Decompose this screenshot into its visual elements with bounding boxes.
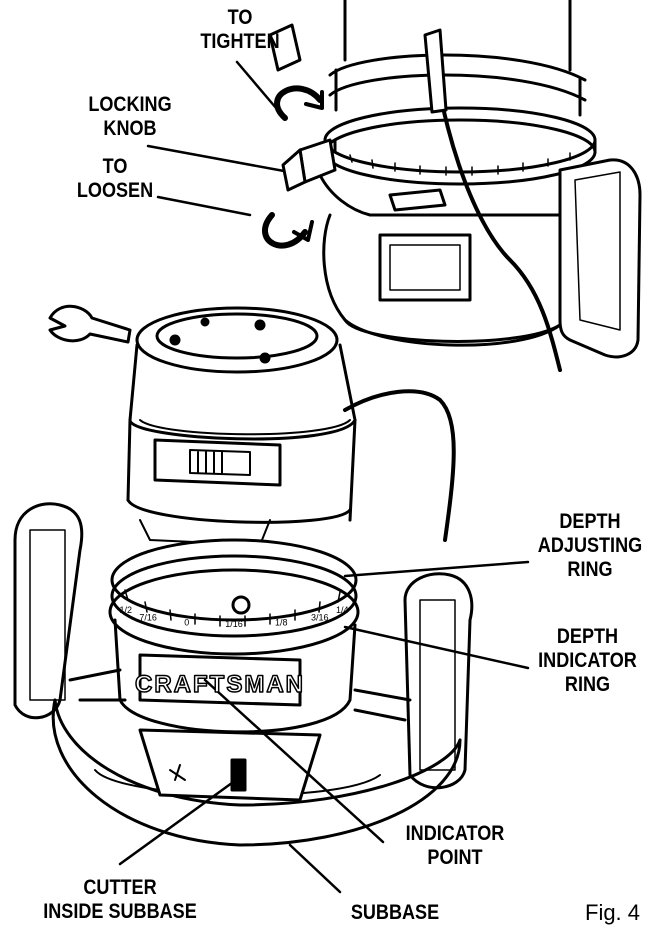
brand-plate-text: CRAFTSMAN xyxy=(135,671,305,698)
leader-subbase xyxy=(288,843,342,894)
label-locking-knob-line2: KNOB xyxy=(103,117,157,140)
leader-depth-adjusting-ring xyxy=(343,560,530,578)
depth-scale-mark: 1/2 xyxy=(120,605,133,615)
label-to-loosen-line2: LOOSEN xyxy=(76,179,154,202)
label-cutter-line1: CUTTER xyxy=(83,876,157,899)
main-router xyxy=(13,304,474,847)
depth-scale-mark: 0 xyxy=(184,617,189,627)
label-depth-adjusting-ring-line2: ADJUSTING xyxy=(537,534,643,557)
leader-to-loosen xyxy=(156,195,252,217)
label-indicator-point-line2: POINT xyxy=(427,846,483,869)
label-to-tighten: TO TIGHTEN xyxy=(188,6,291,54)
label-subbase-line1: SUBBASE xyxy=(350,901,440,924)
label-cutter-line2: INSIDE SUBBASE xyxy=(43,900,197,923)
label-to-loosen: TO LOOSEN xyxy=(68,155,163,203)
figure-number: Fig. 4 xyxy=(585,900,641,925)
label-subbase: SUBBASE xyxy=(339,901,451,925)
leader-lines xyxy=(118,60,530,894)
label-depth-indicator-ring-line1: DEPTH xyxy=(556,625,619,648)
label-to-loosen-line1: TO xyxy=(102,155,128,178)
depth-scale-mark: 1/4 xyxy=(336,605,349,615)
leader-locking-knob xyxy=(146,144,286,173)
label-indicator-point-line1: INDICATOR xyxy=(405,822,505,845)
depth-scale-mark: 3/16 xyxy=(311,612,329,622)
label-locking-knob: LOCKING KNOB xyxy=(70,93,190,141)
label-to-tighten-line1: TO xyxy=(227,6,253,29)
label-cutter-inside-subbase: CUTTER INSIDE SUBBASE xyxy=(25,876,214,924)
leader-to-tighten xyxy=(235,60,284,117)
label-depth-adjusting-ring-line1: DEPTH xyxy=(559,510,621,533)
label-depth-adjusting-ring-line3: RING xyxy=(567,558,613,581)
label-to-tighten-line2: TIGHTEN xyxy=(200,30,280,53)
label-depth-indicator-ring-line2: INDICATOR xyxy=(538,649,637,672)
depth-scale-mark: 1/16 xyxy=(225,619,243,629)
depth-scale-mark: 7/16 xyxy=(139,612,157,622)
label-depth-adjusting-ring: DEPTH ADJUSTING RING xyxy=(530,510,650,582)
leader-indicator-point xyxy=(203,678,385,844)
label-locking-knob-line1: LOCKING xyxy=(88,93,172,116)
label-depth-indicator-ring: DEPTH INDICATOR RING xyxy=(525,625,650,697)
depth-scale-mark: 1/8 xyxy=(275,617,288,627)
leader-cutter xyxy=(118,778,238,866)
leader-depth-indicator-ring xyxy=(343,625,530,670)
label-indicator-point: INDICATOR POINT xyxy=(391,822,520,870)
label-depth-indicator-ring-line3: RING xyxy=(564,673,611,696)
inset-router-closeup xyxy=(268,0,642,372)
